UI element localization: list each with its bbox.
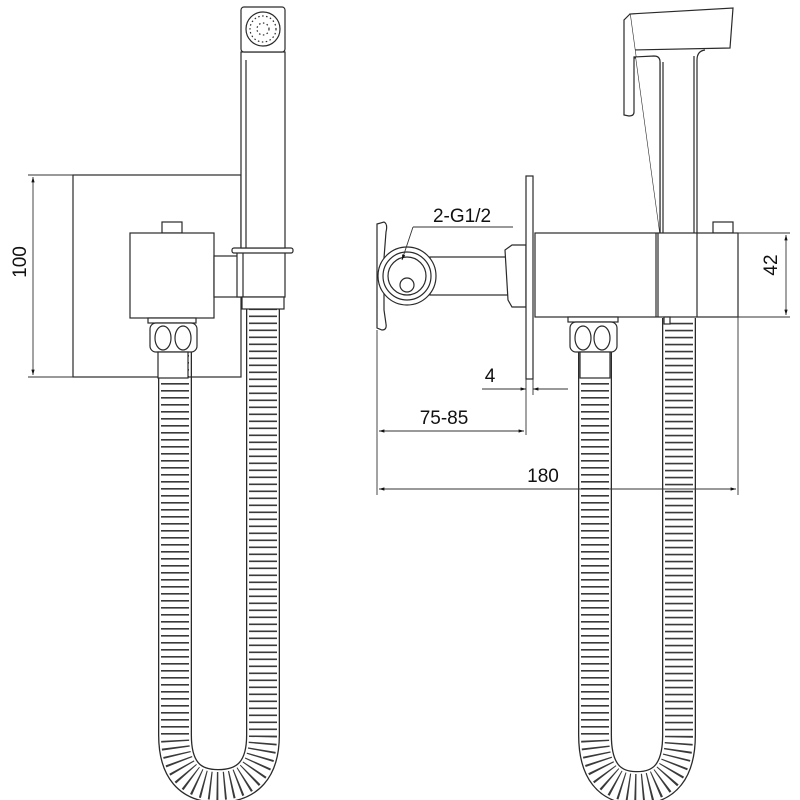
hand-shower-side (623, 7, 734, 234)
dimension-thread: 2-G1/2 (401, 206, 513, 261)
dimension-label-42: 42 (761, 254, 782, 275)
inlet-ring (377, 246, 437, 306)
shower-holder (231, 247, 294, 310)
side-view: 2-G1/2 4 75-85 180 42 (376, 7, 790, 800)
valve-body (129, 232, 215, 319)
dimension-label-180: 180 (527, 466, 559, 487)
dimension-label-75-85: 75-85 (420, 408, 469, 429)
dimension-75-85: 75-85 (376, 330, 527, 495)
hose-nut (147, 317, 198, 379)
hose-side (578, 318, 696, 800)
dimension-label-100: 100 (10, 246, 31, 278)
front-view: 100 (10, 6, 294, 800)
valve-knob-side (712, 221, 734, 234)
dimension-label-4: 4 (485, 366, 496, 387)
hand-shower-front (240, 6, 286, 249)
inlet-hole (399, 277, 415, 293)
inlet-pipe (429, 256, 513, 296)
valve-body-side (534, 232, 739, 318)
dimension-100: 100 (10, 174, 73, 378)
dimension-42: 42 (738, 232, 790, 318)
connector (213, 255, 241, 298)
hose-front (158, 308, 280, 800)
dimension-4: 4 (482, 366, 568, 395)
dimension-label-thread: 2-G1/2 (433, 206, 491, 227)
hex-nut (504, 244, 527, 308)
dimension-180: 180 (379, 317, 739, 495)
valve-knob (161, 221, 183, 234)
hose-nut-side (567, 316, 619, 379)
wall-plate-side (525, 175, 534, 380)
